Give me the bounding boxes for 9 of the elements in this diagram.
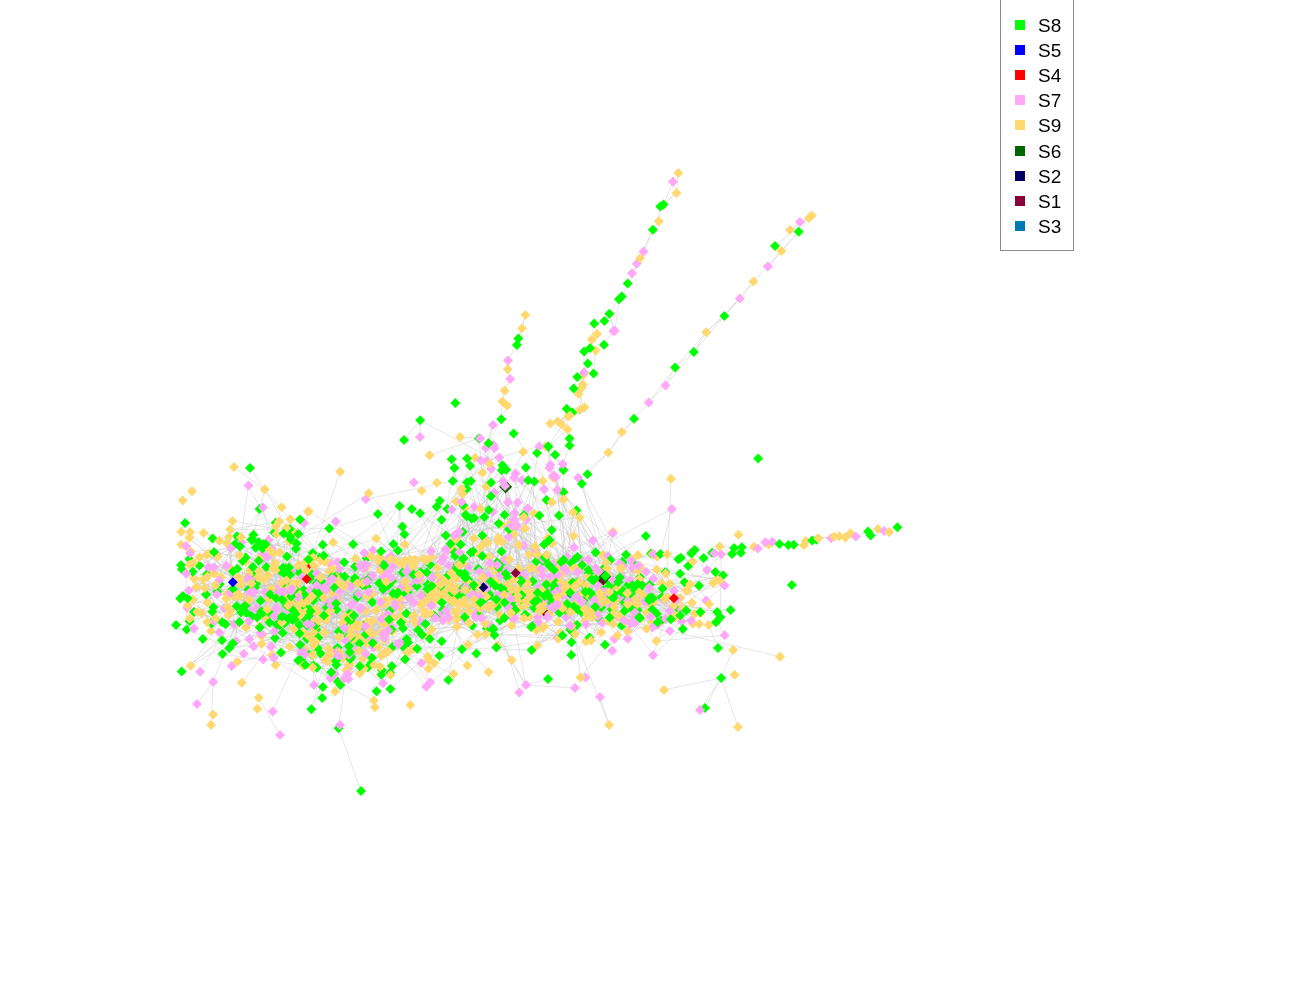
legend-label: S3 [1038, 215, 1062, 238]
legend-label: S4 [1038, 65, 1062, 88]
legend-label: S7 [1038, 90, 1062, 113]
legend-label: S8 [1038, 15, 1062, 37]
legend-label: S9 [1038, 115, 1062, 138]
legend-label: S6 [1038, 140, 1062, 163]
legend-label: S2 [1038, 165, 1062, 188]
legend-label: S5 [1038, 40, 1062, 63]
legend-label: S1 [1038, 190, 1062, 213]
